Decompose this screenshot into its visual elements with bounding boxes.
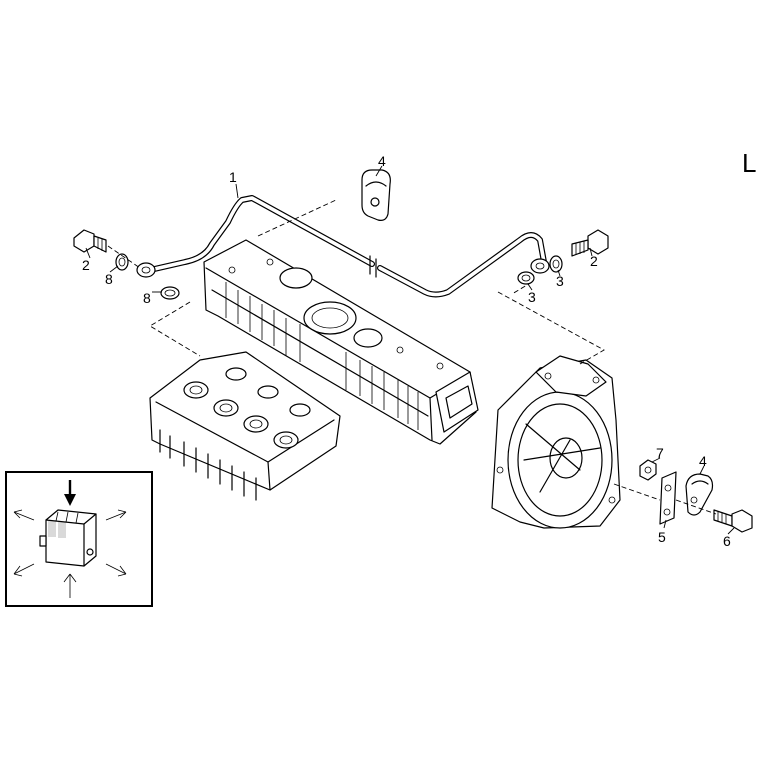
direction-arrows bbox=[13, 480, 127, 598]
intake-manifold bbox=[203, 239, 479, 445]
flywheel-housing bbox=[491, 355, 621, 529]
leader-lines bbox=[85, 165, 735, 535]
washer-left-outer bbox=[115, 253, 129, 271]
callout-plate: 5 bbox=[658, 529, 666, 545]
hex-nut bbox=[639, 459, 657, 481]
pipe-assembly bbox=[136, 195, 550, 298]
mounting-plate bbox=[659, 471, 677, 525]
washer-right-inner bbox=[517, 271, 535, 285]
callout-pipe: 1 bbox=[229, 169, 237, 185]
callout-washer-right-outer: 3 bbox=[556, 273, 564, 289]
callout-clip-top: 4 bbox=[378, 153, 386, 169]
pipe-clip-right bbox=[685, 473, 714, 516]
arrow-up-icon bbox=[63, 573, 77, 598]
assembly-lines bbox=[149, 199, 717, 515]
callout-washer-right-inner: 3 bbox=[528, 289, 536, 305]
callout-clip-right: 4 bbox=[699, 453, 707, 469]
arrow-left-bottom-icon bbox=[13, 563, 35, 577]
cylinder-head bbox=[149, 351, 341, 501]
callout-banjo-bolt-right: 2 bbox=[590, 253, 598, 269]
callout-labels: 1 4 2 8 8 2 3 3 7 4 5 6 bbox=[82, 153, 731, 549]
corner-mark: L bbox=[742, 148, 756, 178]
callout-bolt: 6 bbox=[723, 533, 731, 549]
engine-location-inset bbox=[5, 471, 153, 607]
arrow-right-bottom-icon bbox=[105, 563, 127, 577]
arrow-left-top-icon bbox=[13, 509, 35, 521]
banjo-bolt-left bbox=[73, 229, 107, 253]
callout-nut: 7 bbox=[656, 445, 664, 461]
pipe-clip-top bbox=[361, 169, 391, 221]
callout-washer-left-inner: 8 bbox=[143, 290, 151, 306]
arrow-right-top-icon bbox=[105, 509, 127, 521]
callout-banjo-bolt-left: 2 bbox=[82, 257, 90, 273]
engine-block-icon bbox=[39, 509, 97, 567]
hex-bolt bbox=[713, 509, 753, 533]
callout-washer-left-outer: 8 bbox=[105, 271, 113, 287]
washer-right-outer bbox=[549, 255, 563, 273]
banjo-bolt-right bbox=[571, 229, 609, 257]
washer-left-inner bbox=[160, 286, 180, 300]
